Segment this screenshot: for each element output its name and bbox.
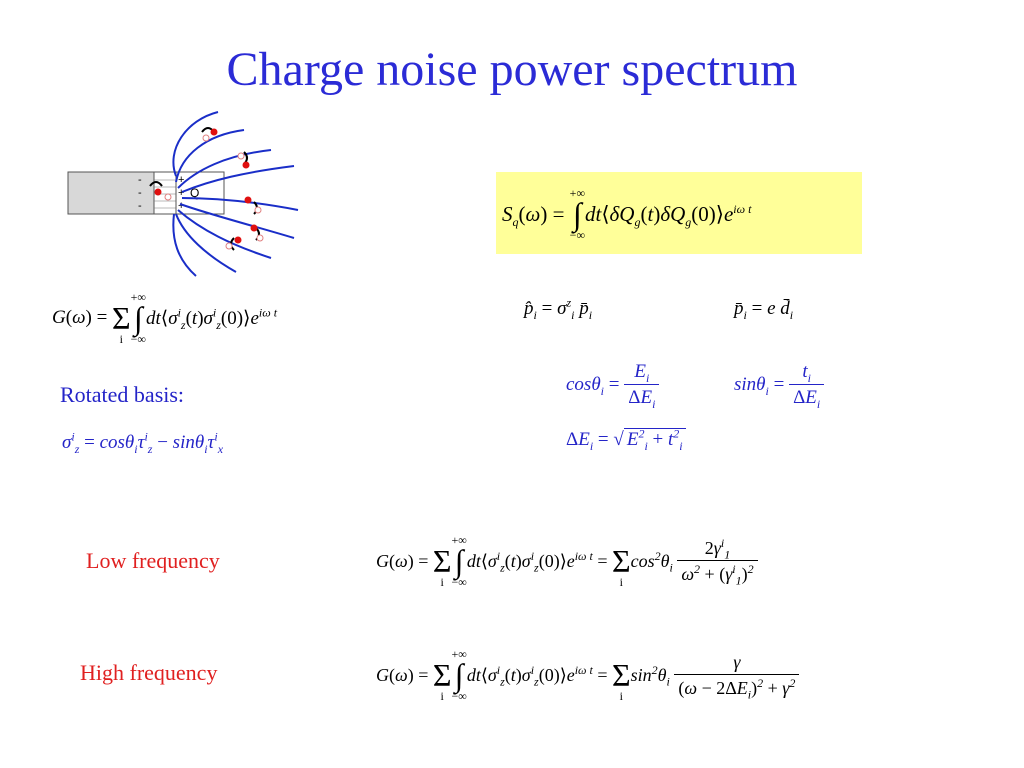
plus-sign: + [178,200,184,212]
plus-sign: + [178,174,184,186]
charge-field-diagram: - - - + + + Q [67,111,299,277]
page-title: Charge noise power spectrum [226,43,798,96]
p-hat-equation: p̂i = σzi p̄i [524,295,593,322]
delta-e-equation: ΔEi = √E2i + t2i [566,428,686,452]
sq-highlight-box [496,172,862,254]
p-bar-equation: p̄i = e d̄i [734,298,794,322]
gate-electrode [67,171,155,215]
island [175,171,225,215]
high-frequency-label: High frequency [80,660,218,685]
rotated-basis-label: Rotated basis: [60,382,185,407]
minus-sign: - [138,187,142,199]
charge-label: Q [190,186,199,200]
minus-sign: - [138,174,142,186]
low-frequency-label: Low frequency [86,548,220,573]
minus-sign: - [138,200,142,212]
sigma-rotated-equation: σiz = cosθiτiz − sinθiτix [62,429,224,456]
field-lines [172,111,299,277]
plus-sign: + [178,187,184,199]
sq-equation: Sq(ω) = +∞∫−∞ dt⟨δQg(t)δQg(0)⟩eiω t [502,186,752,242]
two-level-fluctuators [149,127,264,251]
